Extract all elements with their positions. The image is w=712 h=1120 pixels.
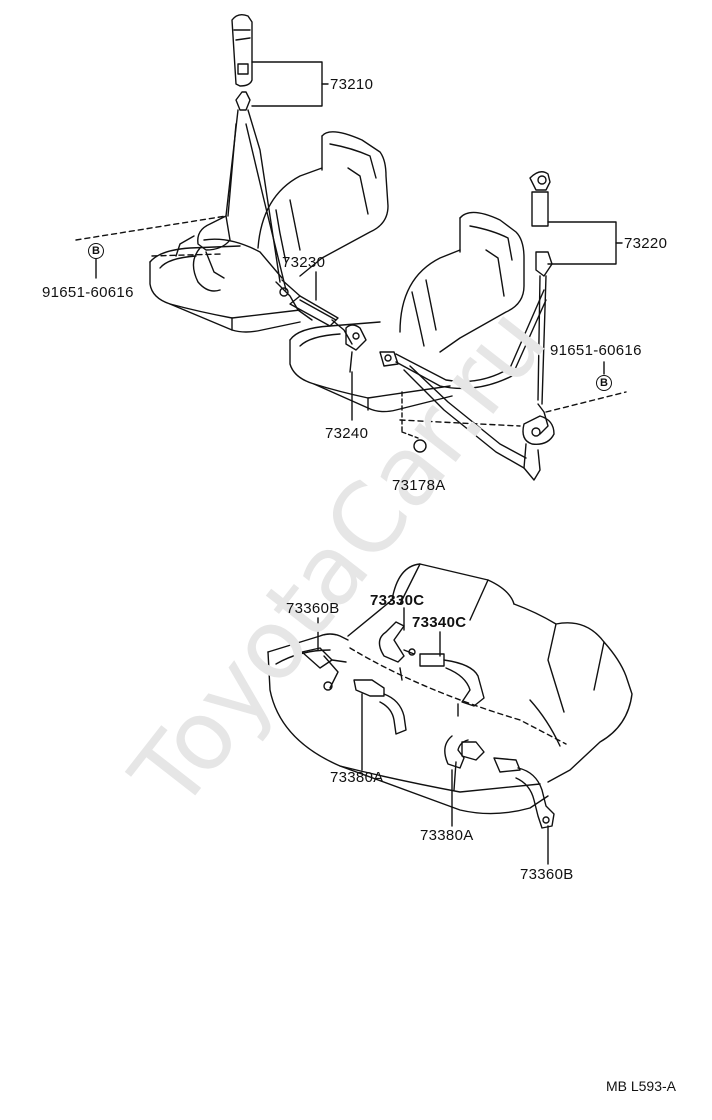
center-buckles	[289, 295, 367, 373]
rear-buckle-73340C	[419, 653, 485, 717]
label-73340C: 73340C	[412, 614, 467, 631]
label-73210: 73210	[330, 76, 374, 93]
cap-73178A	[401, 391, 427, 453]
front-left-seat	[149, 131, 389, 333]
label-91651-60616-right: 91651-60616	[550, 342, 642, 359]
front-right-seat	[289, 211, 525, 413]
left-seatbelt-assembly	[175, 13, 313, 321]
label-91651-60616-left: 91651-60616	[42, 284, 134, 301]
label-73178A: 73178A	[392, 477, 446, 494]
ref-marker-b-right: B	[596, 375, 612, 391]
right-seatbelt-assembly	[379, 171, 555, 481]
drawing-code: MB L593-A	[605, 1078, 676, 1094]
label-73230: 73230	[282, 254, 326, 271]
rear-belt-right	[493, 757, 555, 829]
label-73220: 73220	[624, 235, 668, 252]
label-73380A-left: 73380A	[330, 769, 384, 786]
label-73240: 73240	[325, 425, 369, 442]
rear-belt-left	[301, 647, 347, 691]
label-73330C: 73330C	[370, 592, 425, 609]
label-73360B-right: 73360B	[520, 866, 574, 883]
rear-center-right-73380A	[444, 735, 485, 791]
rear-bench-seat	[267, 563, 633, 815]
label-73360B-left: 73360B	[286, 600, 340, 617]
ref-marker-b-left: B	[88, 243, 104, 259]
rear-center-left-73380A	[353, 679, 407, 735]
rear-buckle-73330C	[378, 621, 416, 681]
label-73380A-right: 73380A	[420, 827, 474, 844]
